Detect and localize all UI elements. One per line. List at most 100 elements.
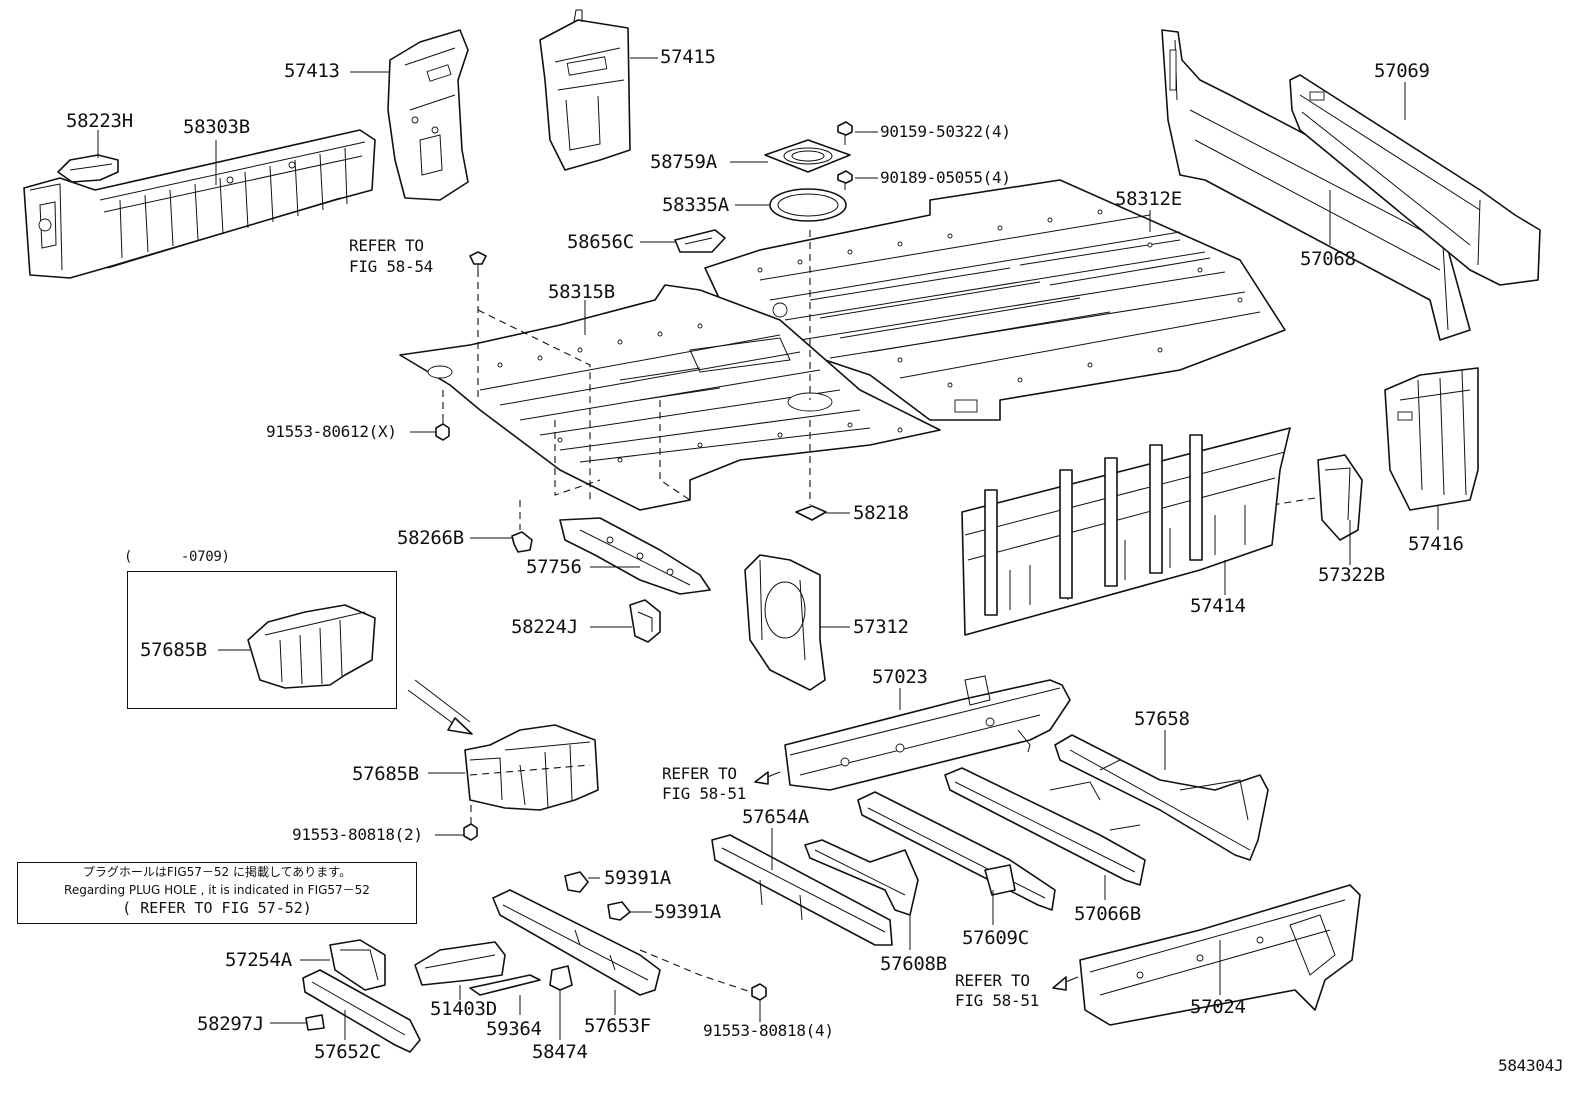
label-57658[interactable]: 57658 bbox=[1134, 708, 1190, 730]
refer-fig58-51a-line2[interactable]: FIG 58-51 bbox=[662, 784, 746, 803]
refer-fig58-54-line2[interactable]: FIG 58-54 bbox=[349, 257, 433, 276]
part-57416-drawing bbox=[1384, 367, 1479, 511]
label-57068[interactable]: 57068 bbox=[1300, 248, 1356, 270]
label-57756[interactable]: 57756 bbox=[526, 556, 582, 578]
label-59364[interactable]: 59364 bbox=[486, 1018, 542, 1040]
label-57608b[interactable]: 57608B bbox=[880, 953, 947, 975]
floor-58312e-holes bbox=[757, 209, 1243, 388]
part-57413-drawing bbox=[387, 29, 469, 201]
note-line-jp: プラグホールはFIG57－52 に掲載してあります。 bbox=[82, 865, 352, 879]
part-57322b-drawing bbox=[1317, 454, 1363, 541]
label-57322b[interactable]: 57322B bbox=[1318, 564, 1385, 586]
part-58223h-drawing bbox=[57, 154, 119, 183]
part-57023-drawing bbox=[784, 675, 1071, 791]
part-59391a-1-drawing bbox=[564, 871, 589, 893]
label-57653f[interactable]: 57653F bbox=[584, 1015, 651, 1037]
variant-note: ( -0709) bbox=[124, 549, 230, 565]
label-58303b[interactable]: 58303B bbox=[183, 116, 250, 138]
label-58218[interactable]: 58218 bbox=[853, 502, 909, 524]
label-58297j[interactable]: 58297J bbox=[197, 1013, 264, 1035]
part-59364-drawing bbox=[469, 974, 541, 996]
arrow-fig58-51b bbox=[1052, 976, 1079, 991]
part-57756-drawing bbox=[559, 517, 711, 595]
plug-hole-note: プラグホールはFIG57－52 に掲載してあります。 Regarding PLU… bbox=[17, 862, 417, 924]
part-57254a-drawing bbox=[329, 939, 386, 991]
label-58224j[interactable]: 58224J bbox=[511, 616, 578, 638]
part-58656c-drawing bbox=[674, 229, 726, 253]
part-58315b-drawing bbox=[399, 284, 941, 511]
label-57414[interactable]: 57414 bbox=[1190, 595, 1246, 617]
part-51403d-drawing bbox=[414, 941, 506, 986]
part-57414-drawing bbox=[961, 427, 1291, 636]
label-57413[interactable]: 57413 bbox=[284, 60, 340, 82]
part-58303b-drawing bbox=[23, 129, 376, 279]
label-57652c[interactable]: 57652C bbox=[314, 1041, 381, 1063]
label-57685b-variant[interactable]: 57685B bbox=[140, 639, 207, 661]
label-51403d[interactable]: 51403D bbox=[430, 998, 497, 1020]
part-57066b-drawing bbox=[944, 767, 1146, 886]
label-57069[interactable]: 57069 bbox=[1374, 60, 1430, 82]
bolt-90189-drawing bbox=[837, 170, 853, 190]
label-58759a[interactable]: 58759A bbox=[650, 151, 717, 173]
part-57654a-drawing bbox=[711, 834, 893, 946]
label-57609c[interactable]: 57609C bbox=[962, 927, 1029, 949]
part-57685b-variant-drawing bbox=[247, 604, 376, 689]
bolt-91553-80612-drawing bbox=[435, 418, 450, 441]
label-90159-50322[interactable]: 90159-50322(4) bbox=[880, 122, 1011, 141]
refer-fig58-51b-line2[interactable]: FIG 58-51 bbox=[955, 991, 1039, 1010]
bolt-91553-80818-4-drawing bbox=[751, 983, 767, 1001]
label-57024[interactable]: 57024 bbox=[1190, 996, 1246, 1018]
arrow-fig58-51a bbox=[754, 771, 781, 785]
part-57608b-drawing bbox=[804, 839, 919, 916]
label-57066b[interactable]: 57066B bbox=[1074, 903, 1141, 925]
note-line-en: Regarding PLUG HOLE , it is indicated in… bbox=[64, 883, 370, 897]
label-58266b[interactable]: 58266B bbox=[397, 527, 464, 549]
label-59391a-1[interactable]: 59391A bbox=[604, 867, 671, 889]
label-59391a-2[interactable]: 59391A bbox=[654, 901, 721, 923]
assembly-lines bbox=[442, 230, 1316, 996]
leader-lines bbox=[97, 57, 1439, 1040]
diagram-id: 584304J bbox=[1498, 1056, 1564, 1075]
label-58474[interactable]: 58474 bbox=[532, 1041, 588, 1063]
part-57653f-drawing bbox=[492, 889, 661, 996]
label-57312[interactable]: 57312 bbox=[853, 616, 909, 638]
note-line-refer[interactable]: ( REFER TO FIG 57-52) bbox=[122, 899, 312, 917]
floor-58315b-holes bbox=[497, 323, 903, 463]
part-58266b-drawing bbox=[511, 531, 533, 553]
part-57069-drawing bbox=[1289, 74, 1541, 286]
part-58474-drawing bbox=[549, 965, 573, 991]
label-57685b[interactable]: 57685B bbox=[352, 763, 419, 785]
label-57415[interactable]: 57415 bbox=[660, 46, 716, 68]
part-58759a-drawing bbox=[764, 139, 851, 173]
label-91553-80818-4[interactable]: 91553-80818(4) bbox=[703, 1021, 834, 1040]
label-91553-80818-2[interactable]: 91553-80818(2) bbox=[292, 825, 423, 844]
part-58218-drawing bbox=[795, 505, 827, 521]
part-57068-drawing bbox=[1161, 29, 1471, 341]
part-57658-drawing bbox=[1054, 734, 1269, 861]
variant-box bbox=[127, 571, 397, 709]
label-57654a[interactable]: 57654A bbox=[742, 806, 809, 828]
part-58297j-drawing bbox=[305, 1014, 325, 1031]
refer-fig58-51a-line1[interactable]: REFER TO bbox=[662, 764, 737, 783]
label-91553-80612[interactable]: 91553-80612(X) bbox=[266, 422, 397, 441]
part-57652c-drawing bbox=[302, 969, 421, 1053]
label-58335a[interactable]: 58335A bbox=[662, 194, 729, 216]
label-58223h[interactable]: 58223H bbox=[66, 110, 133, 132]
label-57023[interactable]: 57023 bbox=[872, 666, 928, 688]
label-57416[interactable]: 57416 bbox=[1408, 533, 1464, 555]
part-59391a-2-drawing bbox=[607, 901, 631, 921]
bolt-90159-drawing bbox=[837, 121, 853, 145]
refer-fig58-51b-line1[interactable]: REFER TO bbox=[955, 971, 1030, 990]
label-58656c[interactable]: 58656C bbox=[567, 231, 634, 253]
part-58312e-drawing bbox=[704, 179, 1286, 421]
part-57609c-drawing bbox=[857, 791, 1056, 911]
part-58224j-drawing bbox=[629, 599, 661, 643]
label-90189-05055[interactable]: 90189-05055(4) bbox=[880, 168, 1011, 187]
label-58312e[interactable]: 58312E bbox=[1115, 188, 1182, 210]
part-57312-drawing bbox=[744, 554, 826, 691]
label-57254a[interactable]: 57254A bbox=[225, 949, 292, 971]
refer-fig58-54-line1[interactable]: REFER TO bbox=[349, 236, 424, 255]
label-58315b[interactable]: 58315B bbox=[548, 281, 615, 303]
clip-fig58-54-drawing bbox=[469, 251, 487, 270]
